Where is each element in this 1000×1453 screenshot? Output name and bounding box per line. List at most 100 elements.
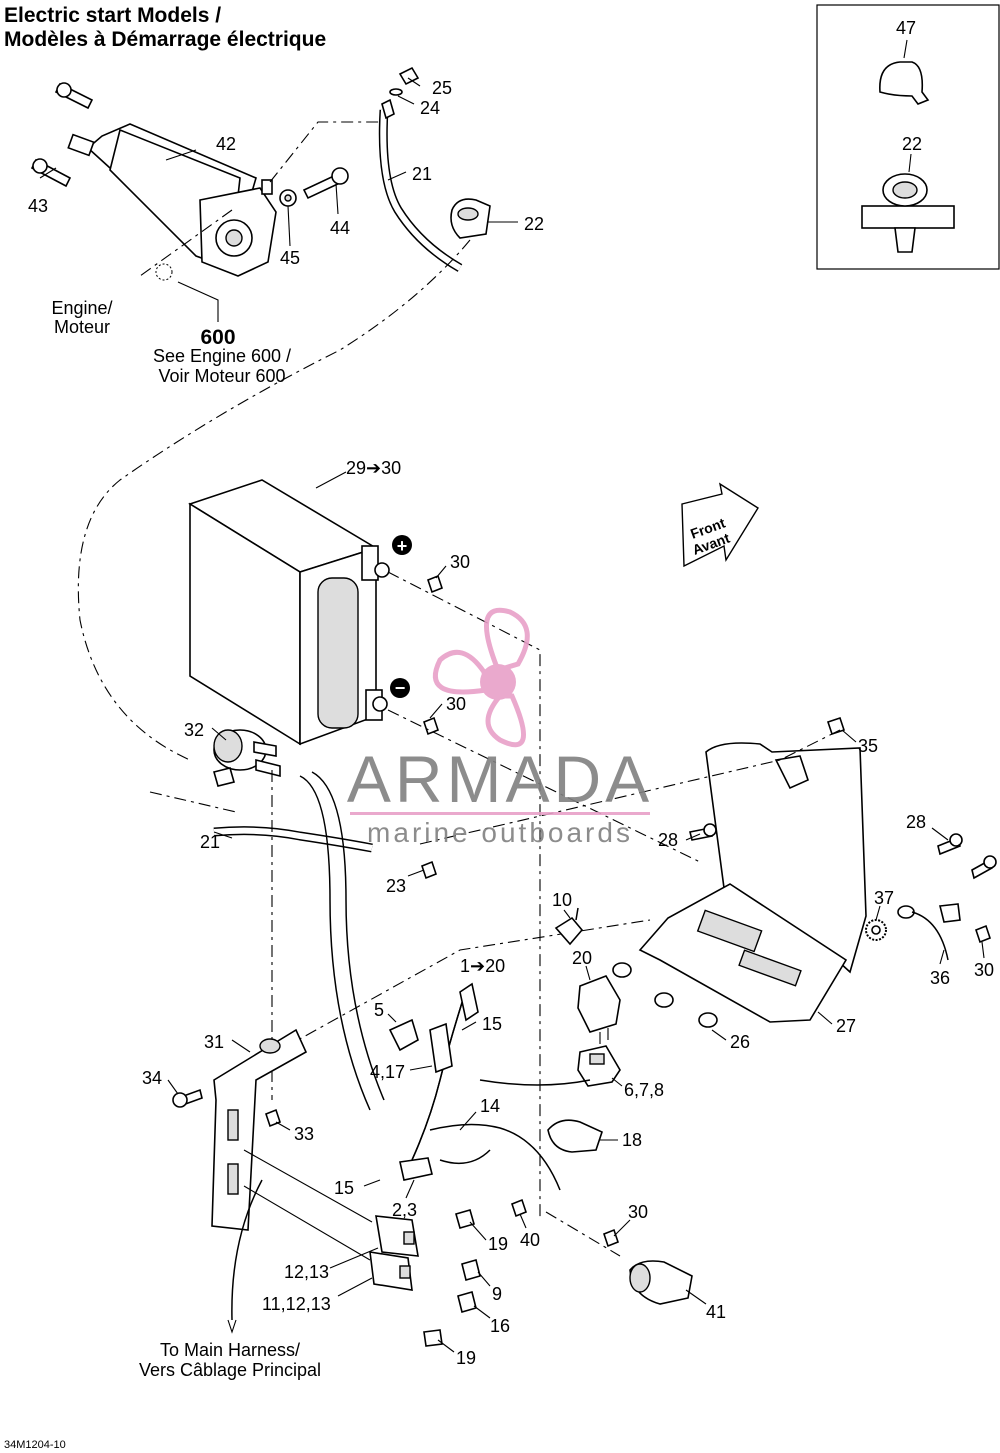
part-20-relay (577, 975, 621, 1044)
callout-47: 47 (896, 18, 916, 38)
routing-dash-long (77, 239, 471, 761)
engine-ref-see-en: See Engine 600 / (153, 346, 291, 366)
part-37-star-washer (865, 919, 887, 941)
solenoid-cable-b (311, 771, 385, 1101)
callout-23: 23 (386, 876, 406, 896)
callout-30-ground: 30 (974, 960, 994, 980)
callout-44: 44 (330, 218, 350, 238)
part-11-12-13-fuse-holder (369, 1251, 413, 1291)
battery-neg-dash (387, 709, 701, 863)
watermark-tagline: marine outboards (367, 817, 633, 848)
part-43-bolts (30, 82, 94, 188)
main-harness-arrowhead (227, 1319, 237, 1334)
propeller-logo-icon (432, 607, 530, 748)
engine-dash (139, 209, 233, 277)
callout-30-battery-pos: 30 (450, 552, 470, 572)
callout-31: 31 (204, 1032, 224, 1052)
part-19-fuse-bottom (423, 1329, 443, 1347)
part-9-fuse (461, 1259, 481, 1281)
callout-6-7-8: 6,7,8 (624, 1080, 664, 1100)
bracket-dash-top (419, 729, 841, 845)
callout-32: 32 (184, 720, 204, 740)
callout-27: 27 (836, 1016, 856, 1036)
callout-33: 33 (294, 1124, 314, 1144)
part-44-bolt (302, 167, 349, 200)
part-32-starter-solenoid (213, 729, 281, 787)
callout-15-upper: 15 (482, 1014, 502, 1034)
part-4-17-holder (429, 1022, 453, 1074)
watermark-brand: ARMADA (347, 742, 653, 816)
callout-22-top: 22 (524, 214, 544, 234)
watermark-armada: ARMADA marine outboards (347, 607, 653, 848)
callout-2-3: 2,3 (392, 1200, 417, 1220)
part-6-7-8-relay-socket (577, 1045, 621, 1087)
callout-22-inset: 22 (902, 134, 922, 154)
part-29-battery (188, 479, 390, 746)
callout-34: 34 (142, 1068, 162, 1088)
callout-5: 5 (374, 1000, 384, 1020)
battery-negative-terminal-symbol: − (390, 678, 410, 698)
callout-15-lower: 15 (334, 1178, 354, 1198)
callout-21-lower: 21 (200, 832, 220, 852)
part-42-starter-motor (67, 123, 277, 277)
part-21-cable-top (378, 109, 463, 272)
front-direction-arrow: Front Avant (681, 482, 759, 568)
engine-ref-leader (177, 281, 219, 322)
engine-label-fr: Moteur (54, 317, 110, 337)
part-10-ring-terminal (554, 907, 584, 946)
part-18-boot (547, 1119, 603, 1153)
title-line-2: Modèles à Démarrage électrique (4, 28, 326, 51)
callout-20: 20 (572, 948, 592, 968)
part-28-bolts (689, 823, 997, 880)
callout-14: 14 (480, 1096, 500, 1116)
callout-11-12-13: 11,12,13 (262, 1294, 331, 1314)
main-harness-route (231, 1179, 263, 1321)
callout-41: 41 (706, 1302, 726, 1322)
callout-28-right: 28 (906, 812, 926, 832)
title-line-1: Electric start Models / (4, 4, 221, 27)
callout-43: 43 (28, 196, 48, 216)
part-41-boot (629, 1260, 693, 1305)
part-47-clamp (879, 39, 930, 105)
part-21-cable-lower (213, 826, 373, 853)
cable-lower-dash (149, 791, 237, 813)
callout-1-20: 1➔20 (460, 956, 505, 976)
callout-9: 9 (492, 1284, 502, 1304)
part-45-washer (279, 189, 297, 207)
solenoid-cable-a (299, 775, 371, 1111)
part-24-25-terminal-nut (381, 66, 420, 120)
callout-leaders (39, 77, 985, 1353)
part-12-13-fuse-holder (375, 1215, 419, 1257)
harness-ref-line-2: Vers Câblage Principal (139, 1360, 321, 1380)
engine-ref-number: 600 (200, 326, 235, 349)
part-19-fuse-top (455, 1209, 475, 1229)
bracket-dash-mid (261, 919, 651, 1061)
engine-mount-point (155, 263, 173, 281)
part-26-grommets (612, 962, 718, 1028)
part-22-clip-inset (861, 153, 955, 253)
callout-45: 45 (280, 248, 300, 268)
callout-18: 18 (622, 1130, 642, 1150)
part-30-nut-ground (975, 924, 991, 944)
callout-19-top: 19 (488, 1234, 508, 1254)
part-30-nut-harness (603, 1228, 619, 1248)
callout-26: 26 (730, 1032, 750, 1052)
callout-24: 24 (420, 98, 440, 118)
callout-28-left: 28 (658, 830, 678, 850)
callout-4-17: 4,17 (370, 1062, 405, 1082)
harness-ref-line-1: To Main Harness/ (160, 1340, 300, 1360)
callout-35: 35 (858, 736, 878, 756)
part-22-clip-top (450, 198, 491, 239)
part-31-mounting-plate (211, 1028, 308, 1231)
part-40-nut (511, 1198, 527, 1218)
callout-42: 42 (216, 134, 236, 154)
part-1-20-wiring-harness (399, 982, 591, 1191)
part-16-fuse (457, 1291, 477, 1313)
callout-40: 40 (520, 1230, 540, 1250)
callout-16: 16 (490, 1316, 510, 1336)
part-34-bolt (172, 1088, 203, 1108)
callout-36: 36 (930, 968, 950, 988)
callout-37: 37 (874, 888, 894, 908)
part-36-ground-cable (897, 903, 961, 961)
